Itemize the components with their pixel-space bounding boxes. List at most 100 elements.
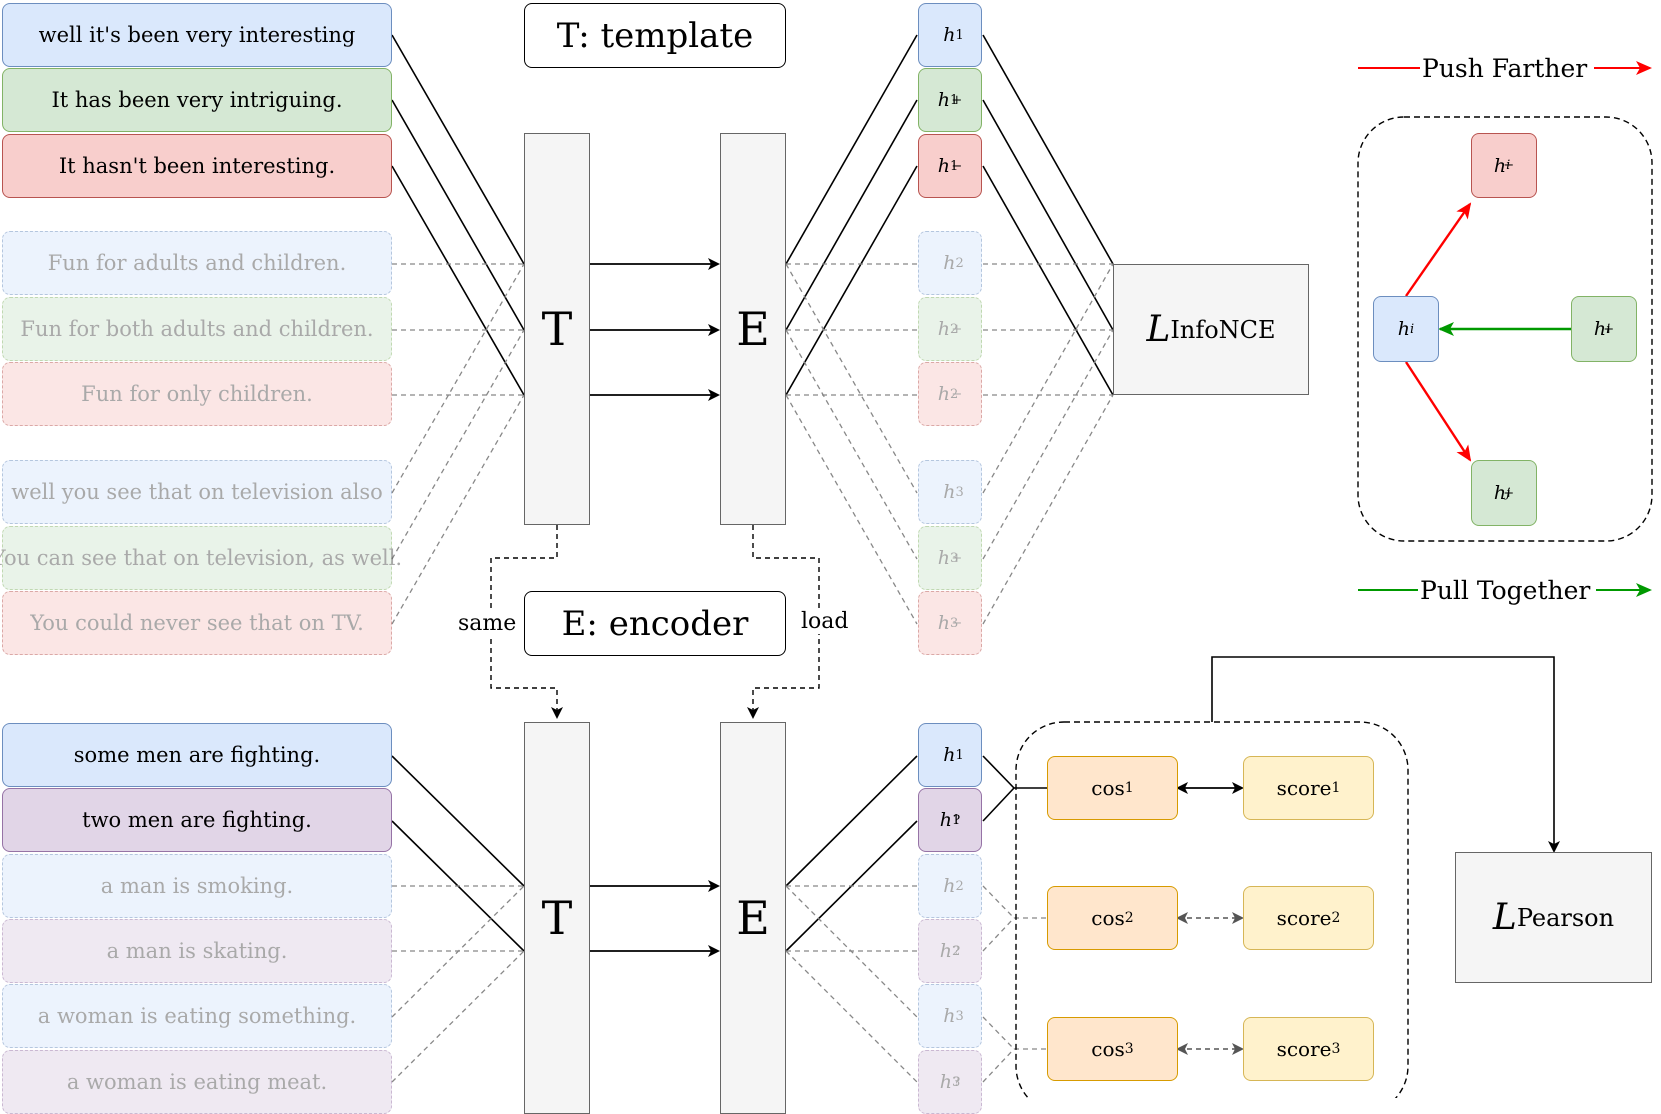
bottom-h-to-cos-dashed (982, 885, 1047, 1083)
embedding-superscript: ? (953, 1074, 961, 1090)
template-column-bottom-label: T (541, 891, 573, 945)
top-sentence-text: You can see that on television, as well. (0, 546, 403, 570)
legend-h-i-plus-base: h (1593, 318, 1607, 340)
embedding-subscript: 3 (951, 1074, 961, 1090)
bottom-T-to-E-arrows (590, 880, 720, 957)
embedding-subscript: 2 (955, 878, 964, 894)
template-column-top-label: T (541, 302, 573, 356)
bottom-sentence-text: two men are fighting. (82, 808, 312, 832)
legend-h-j-plus-sup: + (1503, 485, 1515, 501)
legend-group (1357, 116, 1653, 542)
embedding-subscript: 3 (950, 550, 959, 566)
top-sentence-text: Fun for only children. (81, 382, 313, 406)
top-sentence-to-T-dashed (391, 263, 525, 625)
bottom-E-to-h-lines (785, 755, 918, 952)
embedding-superscript: ? (953, 943, 961, 959)
embedding-symbol: h (943, 481, 956, 503)
cos-label: cos (1091, 776, 1125, 800)
top-sentence-box: Fun for only children. (2, 362, 392, 426)
bottom-sentence-box: a woman is eating something. (2, 984, 392, 1048)
embedding-superscript: − (951, 158, 963, 174)
embedding-subscript: 2 (951, 943, 961, 959)
pearson-loss-subscript: Pearson (1516, 903, 1615, 932)
encoder-column-bottom-label: E (736, 891, 770, 945)
score-label: score (1276, 776, 1332, 800)
embedding-symbol: h (937, 318, 951, 340)
top-h-to-loss-dashed (982, 263, 1114, 625)
infonce-loss-symbol: L (1146, 309, 1171, 350)
embedding-symbol: h (939, 1071, 952, 1093)
embedding-subscript: 2 (950, 386, 959, 402)
top-T-to-E-arrows (590, 258, 720, 401)
embedding-symbol: h (943, 744, 956, 766)
top-sentence-text: well it's been very interesting (38, 23, 356, 47)
bottom-sentence-text: a woman is eating something. (37, 1004, 357, 1028)
embedding-symbol: h (937, 547, 951, 569)
bottom-sentence-to-T-dashed (391, 885, 525, 1083)
cos-label: cos (1091, 906, 1125, 930)
bottom-sentence-text: a man is smoking. (100, 874, 294, 898)
template-label: T: template (556, 15, 754, 56)
legend-h-i-base: h (1397, 318, 1411, 340)
top-sentence-text: Fun for both adults and children. (20, 317, 374, 341)
infonce-loss-subscript: InfoNCE (1170, 315, 1276, 344)
encoder-label: E: encoder (561, 603, 749, 644)
embedding-superscript: + (951, 550, 963, 566)
top-sentence-box: You can see that on television, as well. (0, 526, 402, 590)
pull-together-label: Pull Together (1418, 576, 1593, 605)
bottom-sentence-box: a man is skating. (2, 919, 392, 983)
score-subscript: 1 (1331, 780, 1341, 796)
bottom-sentence-to-T-lines (391, 755, 525, 952)
embedding-symbol: h (943, 252, 956, 274)
score-label: score (1276, 906, 1332, 930)
embedding-subscript: 1 (951, 812, 961, 828)
embedding-subscript: 1 (955, 747, 964, 763)
pearson-loss-symbol: L (1492, 897, 1517, 938)
embedding-symbol: h (943, 875, 956, 897)
legend-h-i-minus-sub: i (1506, 158, 1511, 173)
legend-h-i-sub: i (1410, 321, 1415, 337)
bottom-sentence-text: some men are fighting. (73, 743, 321, 767)
top-sentence-to-T-lines (391, 34, 525, 396)
encoder-label-box: E: encoder (524, 591, 786, 656)
cos-label: cos (1091, 1037, 1125, 1061)
top-sentence-text: It has been very intriguing. (51, 88, 343, 112)
top-sentence-box: Fun for both adults and children. (2, 297, 392, 361)
embedding-superscript: ? (953, 812, 961, 828)
encoder-column-bottom: E (720, 722, 786, 1114)
embedding-subscript: 3 (950, 615, 959, 631)
bottom-sentence-box: two men are fighting. (2, 788, 392, 852)
cos-subscript: 2 (1124, 910, 1134, 926)
push-arrow-down (1404, 361, 1472, 462)
bottom-sentence-box: a woman is eating meat. (2, 1050, 392, 1114)
bottom-h-to-cos-lines (982, 755, 1047, 822)
top-sentence-text: Fun for adults and children. (47, 251, 347, 275)
top-sentence-text: You could never see that on TV. (30, 611, 364, 635)
top-sentence-box: It hasn't been interesting. (2, 134, 392, 198)
legend-h-i-minus-sup: − (1503, 158, 1515, 173)
embedding-superscript: + (951, 92, 963, 108)
load-label: load (799, 609, 851, 634)
embedding-symbol: h (943, 1005, 956, 1027)
legend-h-j-plus-sub: j (1506, 485, 1511, 501)
legend-h-j-plus-base: h (1493, 482, 1507, 504)
legend-h-i-plus-sub: i (1606, 321, 1611, 337)
top-sentence-box: well it's been very interesting (2, 3, 392, 67)
template-column-bottom: T (524, 722, 590, 1114)
embedding-subscript: 3 (955, 484, 964, 500)
